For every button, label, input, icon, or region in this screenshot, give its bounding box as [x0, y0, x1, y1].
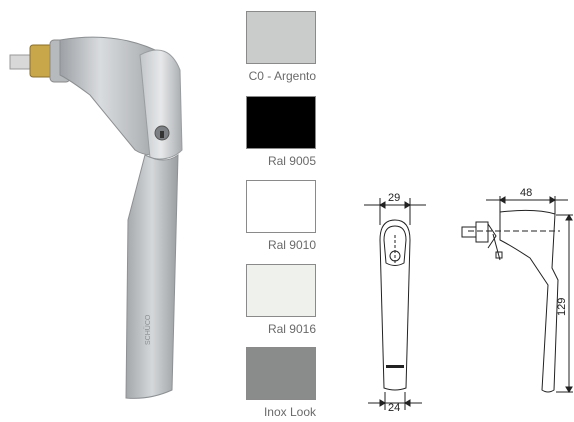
spindle [9, 54, 33, 70]
dim-48: 48 [520, 187, 532, 199]
swatch-label-ral-9016: Ral 9016 [267, 322, 316, 336]
dim-129: 129 [556, 298, 568, 316]
front-view-drawing: 29 24 [364, 192, 426, 414]
swatch-ral-9010 [246, 180, 316, 233]
swatch-argento [246, 11, 316, 64]
swatch-label-inox-look: Inox Look [263, 405, 316, 419]
swatch-inox-look [246, 347, 316, 400]
swatch-label-ral-9010: Ral 9010 [267, 238, 316, 252]
swatch-label-argento: C0 - Argento [248, 69, 316, 83]
svg-text:SCHÜCO: SCHÜCO [144, 314, 152, 345]
side-view-drawing: 48 129 [461, 187, 573, 393]
swatch-label-ral-9005: Ral 9005 [267, 154, 316, 168]
dim-24: 24 [388, 402, 400, 414]
dim-29: 29 [388, 192, 400, 204]
swatch-ral-9005 [246, 96, 316, 149]
swatch-ral-9016 [246, 264, 316, 317]
handle-photo: SCHÜCO [9, 36, 183, 399]
